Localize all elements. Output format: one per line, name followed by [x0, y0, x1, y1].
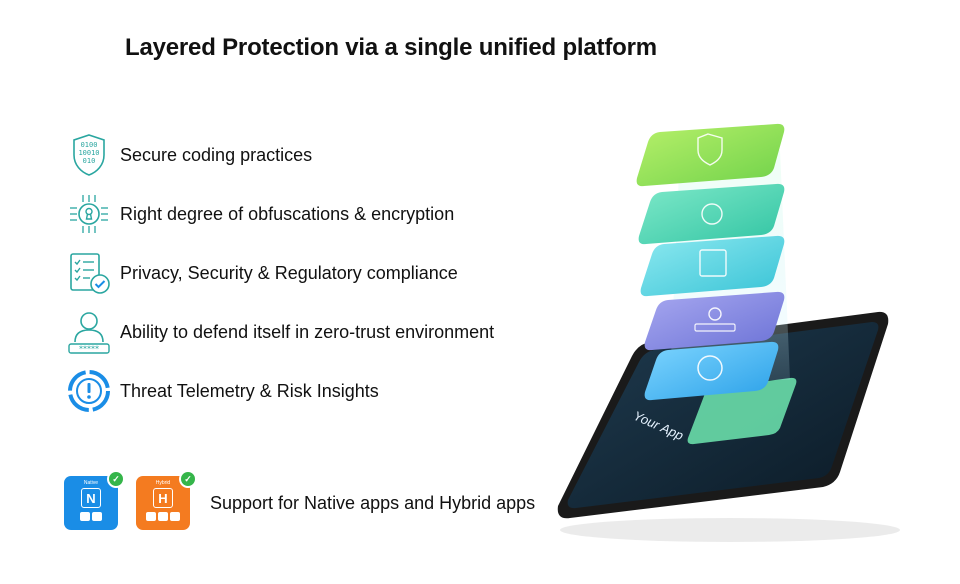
- svg-text:0100: 0100: [81, 141, 98, 149]
- svg-text:*****: *****: [79, 345, 99, 354]
- badge-letter: H: [153, 488, 173, 508]
- check-icon: ✓: [179, 470, 197, 488]
- feature-item-compliance: Privacy, Security & Regulatory complianc…: [64, 249, 458, 297]
- layer-secure-coding: [636, 123, 785, 187]
- layered-phone-illustration: [557, 123, 900, 542]
- apple-icon: [80, 512, 90, 521]
- feature-label: Ability to defend itself in zero-trust e…: [120, 321, 495, 342]
- feature-label: Threat Telemetry & Risk Insights: [120, 380, 379, 401]
- layer-zero-trust: [644, 291, 785, 351]
- keyhole-chip-icon: [64, 190, 114, 238]
- feature-item-zero-trust: ***** Ability to defend itself in zero-t…: [64, 308, 494, 356]
- layer-threat-telemetry: [644, 341, 779, 401]
- layer-compliance: [640, 235, 785, 297]
- badge-caption: Hybrid: [155, 480, 171, 486]
- alert-telemetry-icon: [64, 367, 114, 415]
- layer-obfuscation: [638, 183, 785, 245]
- feature-label: Right degree of obfuscations & encryptio…: [120, 203, 455, 224]
- feature-item-obfuscation: Right degree of obfuscations & encryptio…: [64, 190, 454, 238]
- css3-icon: [158, 512, 168, 521]
- checklist-document-icon: [64, 249, 114, 297]
- platform-support-row: Native N ✓ Hybrid H ✓ Support for Native…: [64, 470, 536, 530]
- platform-icons: [80, 512, 102, 521]
- check-icon: ✓: [107, 470, 125, 488]
- js-icon: [170, 512, 180, 521]
- native-app-badge: Native N ✓: [64, 470, 125, 530]
- badge-letter: N: [81, 488, 101, 508]
- support-label: Support for Native apps and Hybrid apps: [210, 492, 536, 513]
- platform-icons: [146, 512, 180, 521]
- user-password-icon: [708, 307, 722, 321]
- svg-text:10010: 10010: [78, 149, 99, 157]
- binary-shield-icon: 0100 10010 010: [64, 131, 114, 179]
- page-title: Layered Protection via a single unified …: [125, 34, 657, 61]
- keyhole-chip-icon: [701, 203, 723, 225]
- svg-text:010: 010: [83, 157, 96, 165]
- hybrid-app-badge: Hybrid H ✓: [136, 470, 197, 530]
- badge-caption: Native: [83, 480, 99, 486]
- feature-item-threat-telemetry: Threat Telemetry & Risk Insights: [64, 367, 379, 415]
- html5-icon: [146, 512, 156, 521]
- feature-item-secure-coding: 0100 10010 010 Secure coding practices: [64, 131, 312, 179]
- feature-label: Secure coding practices: [120, 144, 313, 165]
- alert-telemetry-icon: [697, 355, 723, 381]
- phone-shadow: [560, 518, 900, 542]
- binary-shield-icon: [697, 133, 723, 166]
- phone: [557, 311, 889, 519]
- android-icon: [92, 512, 102, 521]
- feature-label: Privacy, Security & Regulatory complianc…: [120, 262, 458, 283]
- checklist-document-icon: [699, 249, 727, 277]
- user-password-icon: *****: [64, 308, 114, 356]
